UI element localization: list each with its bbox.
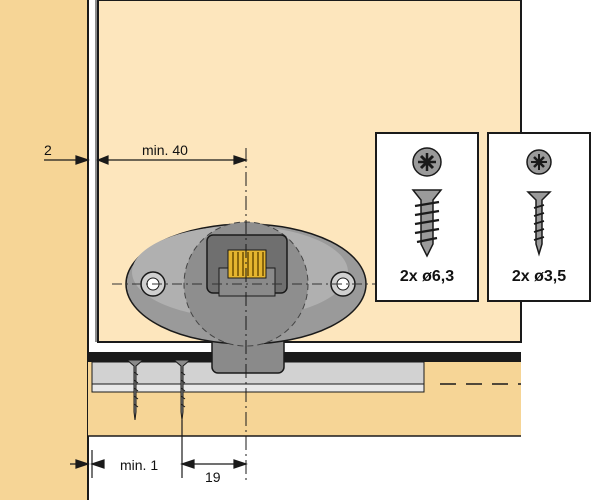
dimension-edge — [70, 450, 105, 478]
screw-card-small-label: 2x ø3,5 — [511, 268, 567, 285]
dimension-offset-label: 19 — [205, 469, 221, 485]
latch-spring — [227, 249, 267, 279]
dimension-gap-label: 2 — [44, 142, 52, 158]
dimension-edge-label: min. 1 — [120, 457, 159, 473]
countersunk-screw-icon — [526, 149, 552, 257]
screw-card-small: 2x ø3,5 — [487, 132, 591, 302]
latch-spring-ribs — [232, 252, 264, 276]
bottom-screw-right — [172, 359, 192, 421]
dimension-depth — [98, 155, 248, 165]
dimension-depth-label: min. 40 — [142, 142, 188, 158]
dimension-offset — [180, 420, 248, 478]
chipboard-screw-icon — [411, 147, 443, 258]
runner-profile-lower — [91, 383, 425, 393]
screw-card-large-label: 2x ø6,3 — [399, 268, 455, 285]
runner-rail — [88, 352, 521, 362]
bottom-screw-left — [125, 359, 145, 421]
screw-card-large: 2x ø6,3 — [375, 132, 479, 302]
push-latch — [112, 221, 380, 374]
cabinet-side-panel — [0, 0, 88, 500]
